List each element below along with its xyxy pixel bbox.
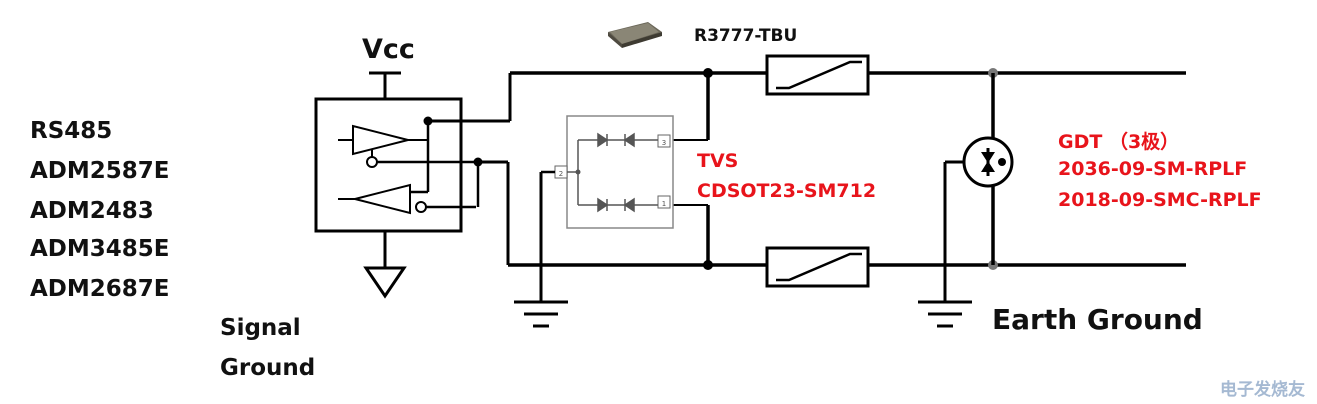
transceiver-box <box>314 97 463 233</box>
device-label-3: ADM3485E <box>30 236 170 262</box>
driver-enable-bubble <box>366 156 378 168</box>
signal-ground-label-2: Ground <box>220 355 316 381</box>
vcc-label: Vcc <box>362 34 415 65</box>
watermark: 电子发烧友 <box>1220 380 1305 400</box>
receiver-enable-bubble <box>415 201 427 213</box>
tbu-label: R3777-TBU <box>694 26 798 46</box>
tbu-chip-photo <box>608 22 662 48</box>
svg-text:1: 1 <box>662 200 666 208</box>
signal-ground-label-1: Signal <box>220 315 301 341</box>
device-label-4: ADM2687E <box>30 276 170 302</box>
device-label-0: RS485 <box>30 118 113 144</box>
svg-text:3: 3 <box>662 139 666 147</box>
device-label-1: ADM2587E <box>30 158 170 184</box>
signal-ground-symbol <box>363 266 407 299</box>
gdt-label: GDT （3极） <box>1058 131 1180 153</box>
svg-text:2: 2 <box>559 170 563 178</box>
gdt-part-label-1: 2036-09-SM-RPLF <box>1058 158 1248 180</box>
driver-triangle <box>352 124 409 156</box>
device-label-2: ADM2483 <box>30 198 154 224</box>
earth-ground-label: Earth Ground <box>992 303 1203 336</box>
receiver-triangle <box>354 183 411 215</box>
gdt-part-label-2: 2018-09-SMC-RPLF <box>1058 189 1262 211</box>
tvs-label: TVS <box>697 150 739 172</box>
tvs-package <box>566 115 674 229</box>
tvs-part-label: CDSOT23-SM712 <box>697 180 877 202</box>
